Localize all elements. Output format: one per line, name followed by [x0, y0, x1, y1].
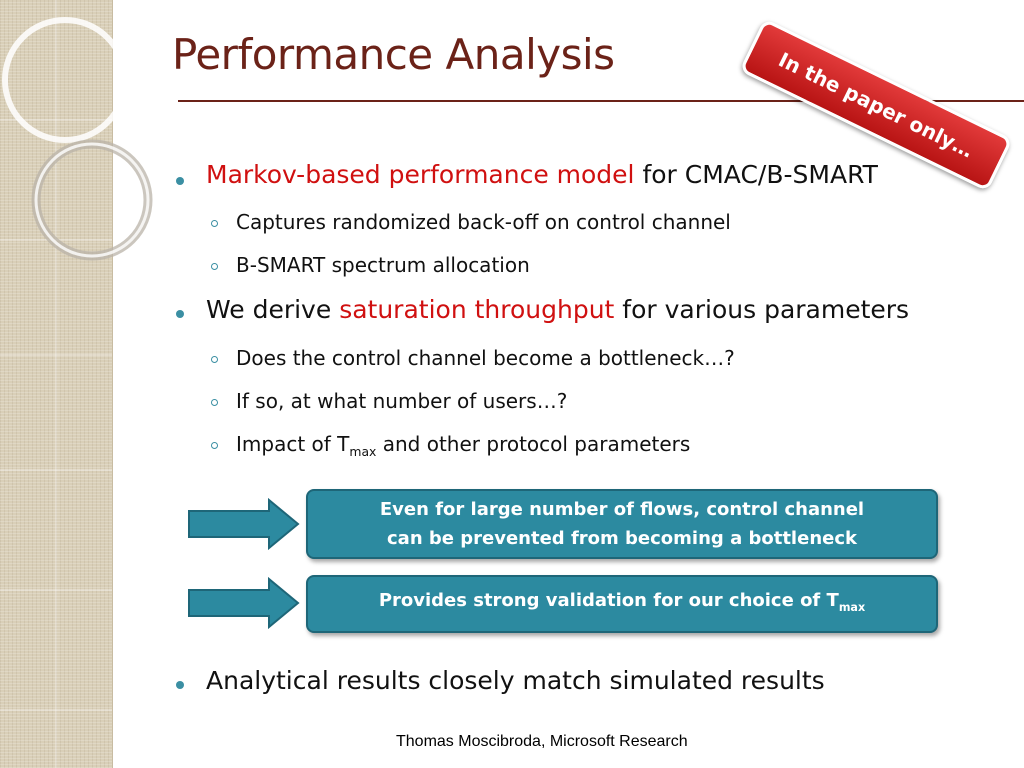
bullet-dot [176, 681, 184, 689]
sub-bullet-spectrum: B-SMART spectrum allocation [236, 253, 530, 277]
bullet-highlight: Markov-based performance model [206, 160, 635, 189]
bullet-saturation: We derive saturation throughput for vari… [206, 295, 909, 324]
bullet-highlight: saturation throughput [339, 295, 615, 324]
decorative-circles [2, 17, 153, 261]
callout-bottleneck: Even for large number of flows, control … [306, 489, 938, 559]
strip-grid-lines [0, 0, 112, 768]
slide-footer: Thomas Moscibroda, Microsoft Research [396, 733, 688, 750]
title-underline [178, 100, 1024, 102]
sub-bullet-backoff: Captures randomized back-off on control … [236, 210, 731, 234]
sub-bullet-tmax: Impact of Tmax and other protocol parame… [236, 432, 690, 459]
sub-bullet-users: If so, at what number of users…? [236, 389, 568, 413]
sub-bullet-ring [211, 356, 218, 363]
callout-line: Provides strong validation for our choic… [378, 590, 839, 612]
bullet-markov-model: Markov-based performance model for CMAC/… [206, 160, 878, 189]
subscript: max [838, 600, 866, 614]
sub-bullet-ring [211, 220, 218, 227]
subscript: max [349, 444, 377, 459]
slide-title: Performance Analysis [172, 30, 615, 79]
sub-bullet-ring [211, 442, 218, 449]
bullet-text: for various parameters [614, 295, 910, 324]
callout-line: Even for large number of flows, control … [379, 499, 865, 520]
sub-bullet-ring [211, 263, 218, 270]
bullet-results: Analytical results closely match simulat… [206, 666, 825, 695]
callout-validation: Provides strong validation for our choic… [306, 575, 938, 633]
sub-bullet-text: and other protocol parameters [376, 432, 691, 456]
sub-bullet-bottleneck: Does the control channel become a bottle… [236, 346, 735, 370]
bullet-text: We derive [206, 295, 340, 324]
sub-bullet-ring [211, 399, 218, 406]
sub-bullet-text: Impact of T [236, 432, 350, 456]
right-arrow-icon [188, 577, 300, 629]
callout-line: can be prevented from becoming a bottlen… [387, 528, 857, 549]
bullet-text: for CMAC/B-SMART [634, 160, 878, 189]
right-arrow-icon [188, 498, 300, 550]
bullet-dot [176, 177, 184, 185]
bullet-dot [176, 310, 184, 318]
